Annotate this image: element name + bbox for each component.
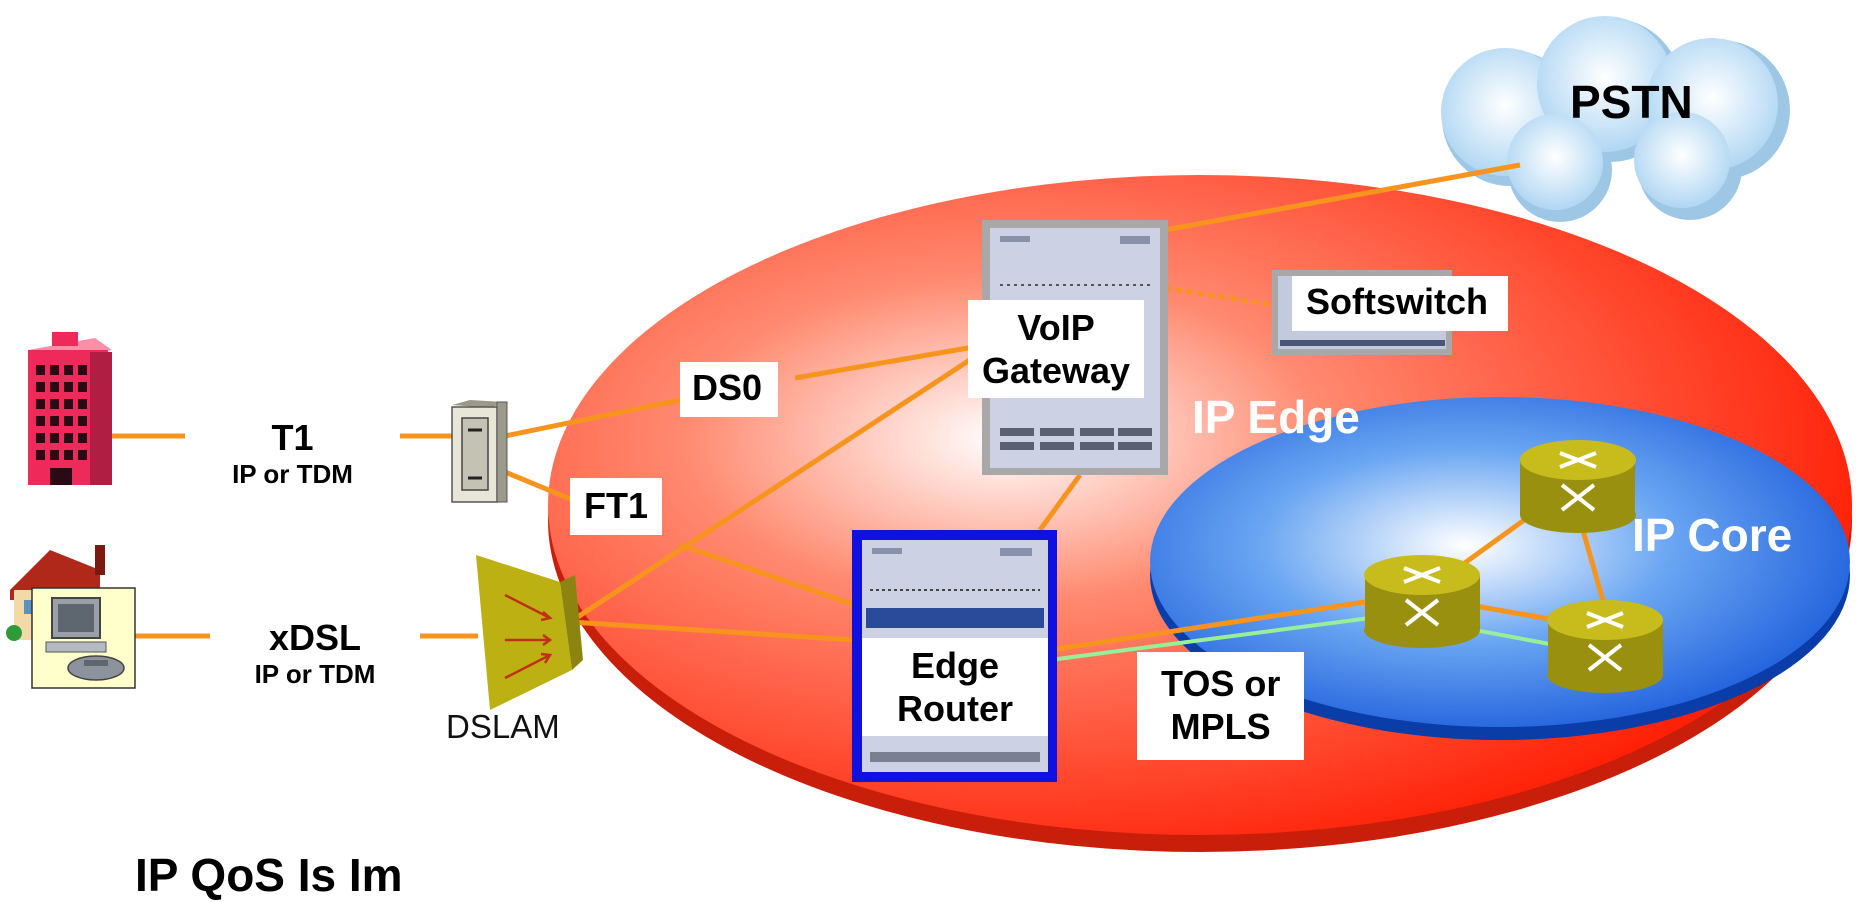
link-gateway-edge-router — [1037, 473, 1083, 532]
edge-router-label-line1: Edge — [910, 645, 999, 686]
voip-gateway-label-line2: Gateway — [982, 350, 1131, 392]
channel-bank-icon — [451, 400, 508, 503]
link-gateway-softswitch — [1164, 285, 1276, 308]
t1-label-group: T1 IP or TDM — [185, 412, 400, 495]
link-ds0-gateway — [794, 342, 986, 381]
pstn-label: PSTN — [1570, 76, 1693, 128]
voip-gateway-label-line1: VoIP — [1017, 307, 1095, 348]
link-csu-ds0 — [504, 397, 681, 439]
office-building-icon — [28, 332, 112, 485]
link-dslam-gateway — [568, 347, 987, 625]
xdsl-sublabel: IP or TDM — [254, 659, 376, 690]
house-with-computer-icon — [6, 545, 136, 689]
link-ft1-edge-router — [679, 542, 856, 608]
t1-sublabel: IP or TDM — [232, 459, 353, 490]
qos-paths — [1049, 616, 1556, 662]
ip-core-zone — [1150, 397, 1850, 740]
t1-label: T1 — [271, 417, 314, 458]
tos-mpls-label-line2: MPLS — [1170, 706, 1271, 748]
link-edge-router-core — [1049, 599, 1366, 653]
dslam-label: DSLAM — [446, 708, 560, 745]
xdsl-label-group: xDSL IP or TDM — [210, 612, 420, 695]
tos-mpls-label: TOS or MPLS — [1137, 652, 1305, 761]
router-icon — [1547, 600, 1663, 693]
ft1-label: FT1 — [570, 478, 663, 536]
ip-edge-label: IP Edge — [1192, 391, 1360, 443]
tos-mpls-label-line1: TOS or — [1161, 663, 1281, 704]
link-core-router-1-3 — [1474, 603, 1556, 623]
footer-title: IP QoS Is Im — [135, 849, 403, 901]
edge-router-label: Edge Router — [862, 638, 1048, 737]
link-dslam-edge-router — [569, 619, 856, 643]
softswitch-label: Softswitch — [1292, 276, 1509, 332]
router-icon — [1520, 440, 1636, 533]
dslam-icon — [476, 555, 583, 710]
link-gateway-pstn — [1164, 162, 1521, 233]
xdsl-label: xDSL — [268, 617, 362, 658]
ds0-label: DS0 — [680, 362, 779, 418]
voip-gateway-label: VoIP Gateway — [968, 300, 1145, 399]
pstn-cloud — [1441, 16, 1790, 222]
edge-router-label-line2: Router — [897, 688, 1013, 730]
ip-core-label: IP Core — [1632, 509, 1793, 561]
router-icon — [1364, 555, 1480, 648]
